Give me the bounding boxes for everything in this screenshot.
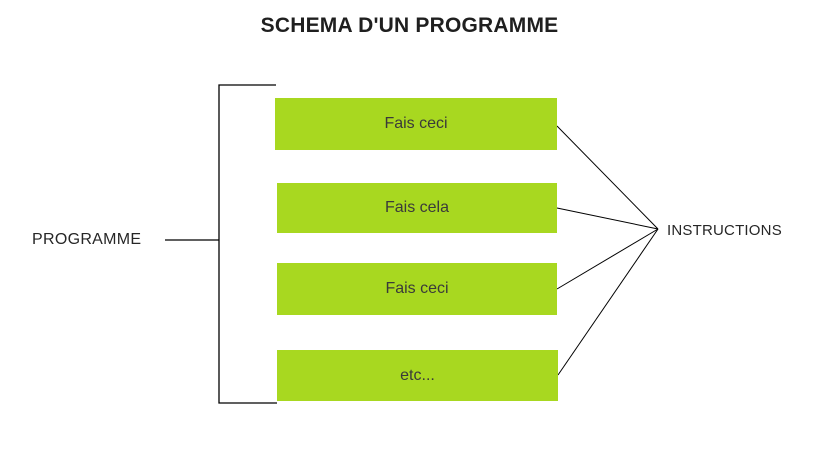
instruction-box-4: etc... [277, 350, 558, 401]
programme-bracket-line [218, 84, 277, 404]
instruction-box-2: Fais cela [277, 183, 557, 233]
connector-box1-to-instructions [556, 125, 659, 230]
instruction-box-1: Fais ceci [275, 98, 557, 150]
diagram-title: SCHEMA D'UN PROGRAMME [260, 14, 559, 37]
connector-box4-to-instructions [557, 228, 659, 376]
instruction-box-3: Fais ceci [277, 263, 557, 315]
programme-label: PROGRAMME [32, 231, 142, 248]
instructions-label: INSTRUCTIONS [667, 222, 782, 239]
instruction-box-3-label: Fais ceci [385, 280, 449, 297]
instruction-box-2-label: Fais cela [384, 199, 450, 216]
connector-box3-to-instructions [556, 228, 659, 290]
instruction-box-4-label: etc... [400, 366, 435, 384]
instruction-box-1-label: Fais ceci [384, 115, 448, 132]
connector-box2-to-instructions [556, 207, 659, 230]
